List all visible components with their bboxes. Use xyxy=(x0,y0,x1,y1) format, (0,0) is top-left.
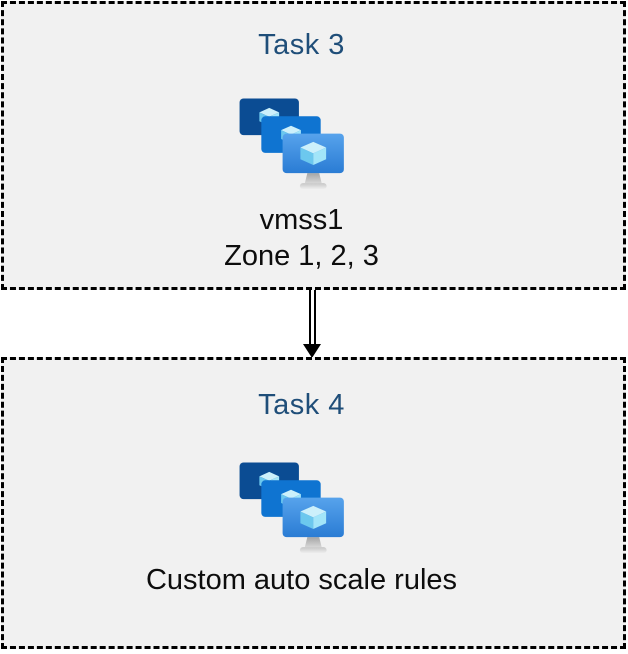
task4-label-line1: Custom auto scale rules xyxy=(145,564,458,596)
task3-label: vmss1 Zone 1, 2, 3 xyxy=(224,202,379,274)
task4-box: Task 4 Custom auto scale rules xyxy=(1,357,626,649)
task3-box: Task 3 vmss1 Zone 1, 2, 3 xyxy=(1,1,626,290)
arrow-head-icon xyxy=(303,344,321,358)
vm-scale-sets-icon xyxy=(239,462,344,554)
task3-content: Task 3 vmss1 Zone 1, 2, 3 xyxy=(0,4,611,274)
task3-label-line1: vmss1 xyxy=(259,204,344,236)
task3-label-line2: Zone 1, 2, 3 xyxy=(224,240,379,272)
task4-label: Custom auto scale rules xyxy=(146,562,457,598)
task4-content: Task 4 Custom auto scale rules xyxy=(0,360,611,598)
task4-title: Task 4 xyxy=(258,389,345,421)
task3-title: Task 3 xyxy=(258,29,345,61)
vm-scale-sets-icon xyxy=(239,98,344,190)
arrow-shaft xyxy=(309,290,316,346)
